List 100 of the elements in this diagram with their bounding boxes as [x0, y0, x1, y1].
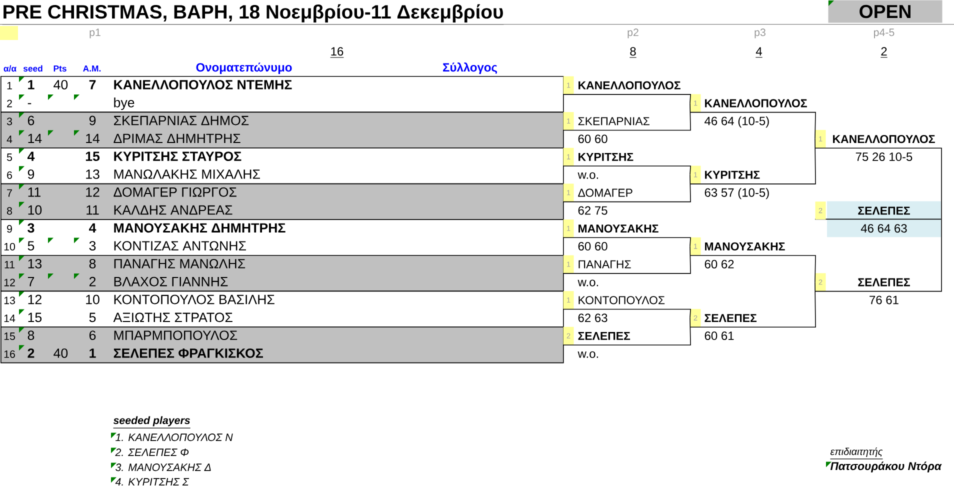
- title: PRE CHRISTMAS, ΒΑΡΗ, 18 Νοεμβρίου-11 Δεκεμβρίου: [2, 4, 504, 25]
- member-number: 8: [89, 259, 96, 268]
- row-number: 11: [4, 260, 15, 268]
- bracket-line: [562, 166, 691, 176]
- match-score: 63 57 (10-5): [704, 188, 769, 200]
- points: 40: [54, 348, 68, 358]
- match-box: [0, 183, 564, 220]
- member-number: 7: [89, 80, 96, 90]
- player-name: ΚΥΡΙΤΣΗΣ ΣΤΑΥΡΟΣ: [114, 152, 242, 162]
- seed-number: 13: [28, 259, 42, 268]
- bracket-line: [690, 255, 816, 282]
- player-name: ΔΟΜΑΓΕΡ: [578, 188, 632, 197]
- list-item: 4. ΚΥΡΙΤΣΗΣ Σ: [115, 478, 190, 486]
- bracket-line: [562, 94, 691, 104]
- member-number: 6: [89, 330, 96, 340]
- member-number: 2: [89, 276, 96, 286]
- seed-number: 11: [28, 188, 40, 197]
- bracket-line: [562, 318, 691, 346]
- player-name: ΣΚΕΠΑΡΝΙΑΣ ΔΗΜΟΣ: [114, 116, 249, 126]
- match-score: 46 64 63: [860, 224, 907, 233]
- match-box: [0, 112, 564, 148]
- bracket-line: [690, 138, 816, 184]
- player-name: ΣΕΛΕΠΕΣ: [858, 206, 910, 215]
- seed-number: 8: [28, 330, 34, 340]
- seed-number: 15: [28, 312, 42, 322]
- row-number: 10: [4, 242, 16, 250]
- player-name: ΣΕΛΕΠΕΣ: [704, 314, 757, 322]
- player-name: ΜΑΝΩΛΑΚΗΣ ΜΙΧΑΛΗΣ: [114, 170, 260, 179]
- count-label: 8: [629, 47, 637, 58]
- player-name: ΣΕΛΕΠΕΣ: [858, 278, 910, 286]
- bracket-line: [690, 282, 816, 328]
- match-box: [0, 254, 564, 292]
- bracket-line: [690, 112, 816, 140]
- player-name: ΠΑΝΑΓΗΣ ΜΑΝΩΛΗΣ: [114, 259, 246, 268]
- seed-number: 10: [28, 205, 42, 215]
- bracket-line: [562, 102, 691, 131]
- member-number: 12: [86, 187, 100, 197]
- row-number: 14: [4, 314, 16, 322]
- member-number: 11: [86, 205, 99, 215]
- row-number: 7: [7, 189, 12, 197]
- row-number: 15: [4, 332, 15, 340]
- player-name: ΣΕΛΕΠΕΣ ΦΡΑΓΚΙΣΚΟΣ: [114, 348, 263, 358]
- row-number: 6: [7, 171, 12, 179]
- member-number: 3: [89, 241, 96, 251]
- player-name: ΚΑΝΕΛΛΟΠΟΥΛΟΣ ΝΤΕΜΗΣ: [114, 80, 292, 90]
- match-score: 60 60: [578, 134, 608, 144]
- seed-number: 9: [28, 170, 34, 179]
- match-score: 62 75: [578, 206, 608, 215]
- row-number: 9: [7, 225, 12, 233]
- player-name: ΚΥΡΙΤΣΗΣ: [578, 153, 634, 161]
- player-name: ΚΟΝΤΟΠΟΥΛΟΣ: [578, 296, 665, 304]
- seed-number: 14: [28, 134, 42, 143]
- player-name: ΜΑΝΟΥΣΑΚΗΣ: [578, 224, 658, 233]
- row-number: 12: [4, 278, 15, 286]
- round-label: p1: [90, 28, 100, 38]
- player-name: ΚΑΛΔΗΣ ΑΝΔΡΕΑΣ: [114, 205, 232, 215]
- list-heading: seeded players: [113, 416, 191, 428]
- list-item: 3. ΜΑΝΟΥΣΑΚΗΣ Δ: [116, 464, 211, 472]
- player-name: ΣΕΛΕΠΕΣ: [578, 332, 630, 340]
- row-number: 8: [7, 207, 12, 215]
- player-name: ΚΟΝΤΟΠΟΥΛΟΣ ΒΑΣΙΛΗΣ: [114, 294, 274, 304]
- bracket-line: [562, 174, 691, 202]
- match-box: [0, 290, 564, 328]
- member-number: 9: [89, 116, 96, 126]
- player-name: ΚΑΝΕΛΛΟΠΟΥΛΟΣ: [833, 134, 935, 144]
- count-label: 4: [755, 47, 763, 58]
- match-box: [0, 148, 564, 184]
- member-number: 10: [86, 294, 100, 304]
- bracket-line: [562, 246, 691, 274]
- match-score: w.o.: [578, 172, 598, 179]
- player-name: ΒΛΑΧΟΣ ΓΙΑΝΝΗΣ: [114, 276, 228, 286]
- bracket-line: [814, 219, 942, 292]
- match-box: [0, 76, 564, 113]
- winner-cell: [814, 201, 942, 238]
- player-name: bye: [114, 98, 134, 110]
- player-name: ΑΞΙΩΤΗΣ ΣΤΡΑΤΟΣ: [113, 312, 232, 322]
- bracket-line: [562, 237, 691, 247]
- category-box: OPEN: [828, 0, 942, 23]
- seed-number: 5: [28, 241, 34, 251]
- player-name: ΔΟΜΑΓΕΡ ΓΙΩΡΓΟΣ: [114, 187, 236, 197]
- row-number: 16: [4, 350, 15, 358]
- match-score: 60 60: [578, 242, 608, 251]
- seed-number: 4: [27, 152, 35, 161]
- match-score: w.o.: [578, 280, 598, 286]
- seed-number: 2: [28, 348, 34, 358]
- seed-number: 1: [28, 80, 34, 90]
- count-label: 16: [330, 47, 344, 58]
- row-number: 3: [6, 118, 12, 126]
- person-name: Πατσουράκου Ντόρα: [830, 462, 942, 472]
- match-score: 62 63: [578, 314, 608, 322]
- row-number: 1: [7, 82, 12, 90]
- row-number: 5: [6, 154, 12, 161]
- row-number: 2: [7, 100, 12, 108]
- player-name: ΜΑΝΟΥΣΑΚΗΣ: [705, 242, 785, 250]
- player-name: ΜΑΝΟΥΣΑΚΗΣ ΔΗΜΗΤΡΗΣ: [114, 223, 286, 233]
- match-score: 76 61: [870, 296, 898, 304]
- player-name: ΚΑΝΕΛΛΟΠΟΥΛΟΣ: [578, 81, 680, 90]
- player-name: ΣΚΕΠΑΡΝΙΑΣ: [578, 117, 650, 126]
- member-number: 14: [86, 134, 100, 143]
- match-box: [0, 326, 564, 364]
